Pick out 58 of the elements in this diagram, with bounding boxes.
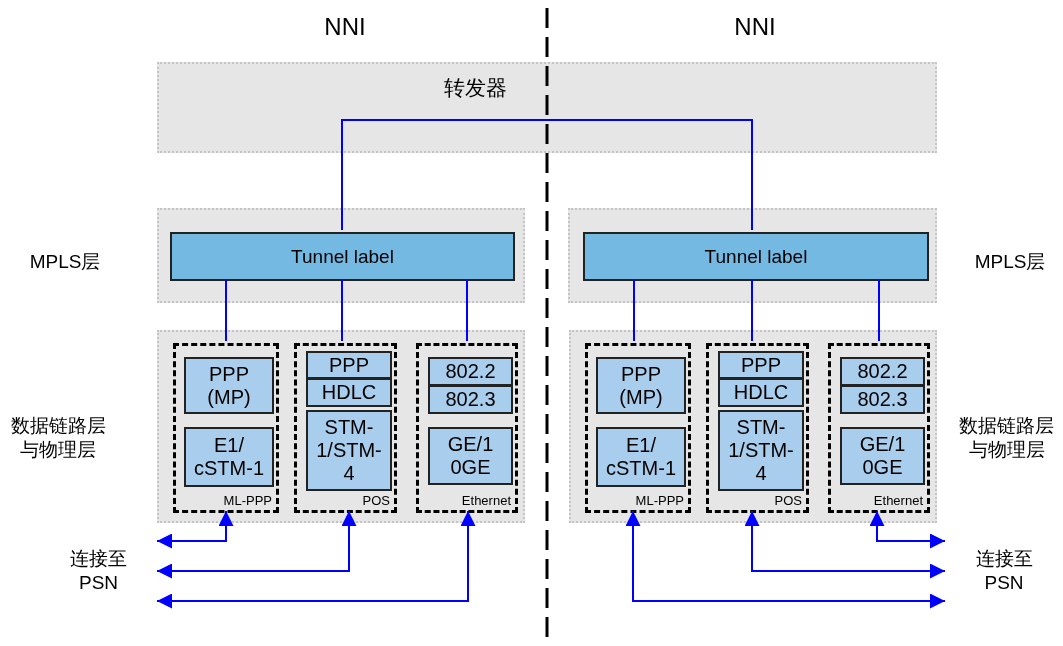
group-label: Ethernet [873,493,923,508]
double-arrow [156,510,234,549]
double-arrow [156,510,357,579]
protocol-box: 802.2 [840,357,925,386]
connector-line [341,278,343,342]
connector-line [466,278,468,342]
group-label: POS [774,493,802,508]
protocol-box: STM- 1/STM- 4 [718,410,804,491]
protocol-box: 802.3 [840,385,925,414]
layer-label: MPLS层 [28,250,102,274]
protocol-box: GE/1 0GE [428,427,513,485]
interface-group [585,343,691,513]
band-title: 转发器 [444,75,507,101]
interface-label: NNI [323,15,367,39]
group-label: Ethernet [461,493,511,508]
interface-label: NNI [733,15,777,39]
protocol-box: PPP [306,351,392,379]
network-label: 连接至PSN [40,530,157,612]
layer-band [157,208,525,303]
protocol-box: E1/ cSTM-1 [596,427,686,487]
double-arrow [869,510,946,549]
double-arrow [156,510,476,609]
interface-group [828,343,930,513]
protocol-box: PPP (MP) [184,357,274,414]
protocol-box: HDLC [718,378,804,407]
tunnel-label-box: Tunnel label [170,232,515,281]
connector-line [633,278,635,342]
layer-band [157,330,525,523]
layer-label: 数据链路层与物理层 [9,414,107,462]
layer-label: 数据链路层与物理层 [958,414,1055,462]
double-arrow [625,510,946,609]
protocol-box: PPP (MP) [596,357,686,414]
connector-line [546,119,753,231]
protocol-box: PPP [718,351,804,379]
protocol-box: GE/1 0GE [840,427,925,485]
connector-line [751,278,753,342]
group-label: ML-PPP [635,493,684,508]
interface-group [706,343,809,513]
network-label: 连接至PSN [945,530,1063,612]
layer-label: MPLS层 [973,250,1047,274]
interface-group [416,343,518,513]
layer-band [569,330,937,523]
interface-group [294,343,397,513]
layer-band [568,208,937,303]
protocol-box: 802.3 [428,385,513,414]
connector-line [878,278,880,342]
connector-line [225,278,227,342]
connector-line [341,119,548,231]
interface-group [173,343,279,513]
group-label: ML-PPP [223,493,272,508]
forwarder-band [157,62,937,153]
protocol-box: HDLC [306,378,392,407]
tunnel-label-box: Tunnel label [583,232,929,281]
group-label: POS [362,493,390,508]
protocol-box: E1/ cSTM-1 [184,427,274,487]
protocol-box: STM- 1/STM- 4 [306,410,392,491]
double-arrow [744,510,946,579]
protocol-box: 802.2 [428,357,513,386]
